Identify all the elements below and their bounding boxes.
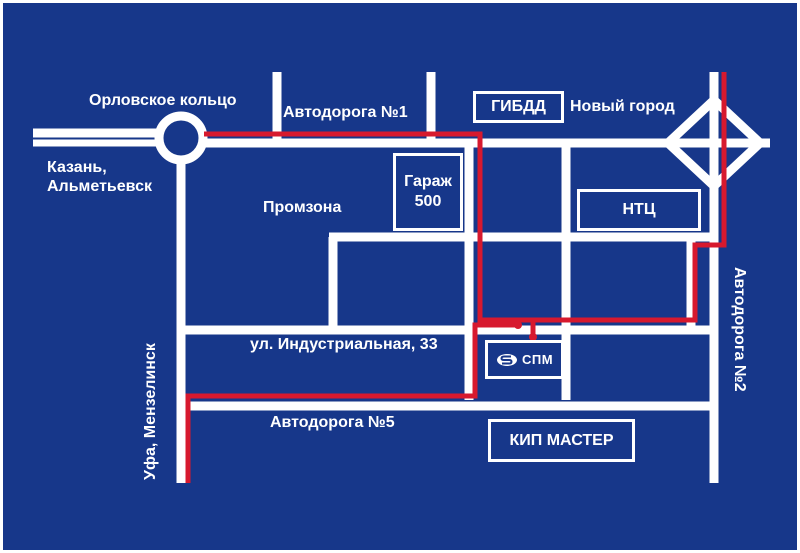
highway1-label: Автодорога №1 (283, 104, 408, 121)
garage-box: Гараж 500 (393, 153, 463, 231)
garage-label: Гараж (404, 173, 452, 190)
orlovskoe-ring-label: Орловское кольцо (89, 92, 237, 109)
kazan-label: Казань, (47, 159, 107, 176)
almetyevsk-label: Альметьевск (47, 178, 152, 195)
spm-logo-icon (496, 353, 517, 366)
ntc-label: НТЦ (622, 201, 656, 218)
ufa-menzelinsk-label: Уфа, Мензелинск (142, 343, 159, 480)
highway2-label: Автодорога №2 (731, 267, 748, 392)
gibdd-box: ГИБДД (473, 91, 564, 123)
ntc-box: НТЦ (577, 189, 701, 231)
route-line (185, 72, 727, 483)
garage-number: 500 (414, 193, 442, 210)
spm-box: СПМ (485, 340, 564, 379)
destination-pin-icon (514, 321, 522, 329)
gibdd-label: ГИБДД (491, 98, 546, 115)
roundabout-icon (154, 111, 208, 165)
industrialnaya-label: ул. Индустриальная, 33 (250, 336, 438, 353)
promzona-label: Промзона (263, 199, 342, 216)
destination-pin-icon (529, 333, 537, 341)
kip-master-label: КИП МАСТЕР (509, 431, 614, 449)
new-city-label: Новый город (570, 98, 675, 115)
map-background (3, 3, 797, 550)
spm-label: СПМ (521, 352, 554, 367)
kip-master-box: КИП МАСТЕР (488, 419, 635, 462)
highway5-label: Автодорога №5 (270, 414, 395, 431)
spm-logo: СПМ (496, 352, 553, 367)
